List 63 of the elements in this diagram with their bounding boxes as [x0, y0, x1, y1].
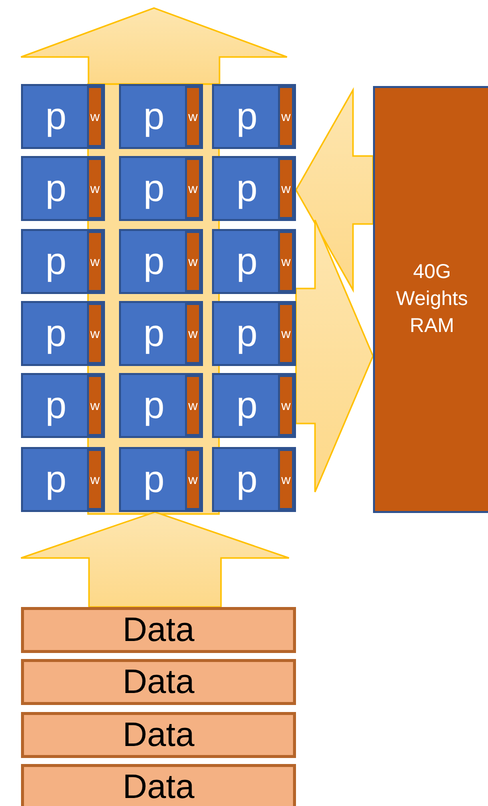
weight-box: w — [87, 231, 103, 292]
processor-label: p — [236, 314, 258, 352]
processor-label: p — [45, 386, 67, 424]
memory-box: 40G Weights RAM — [373, 86, 488, 513]
processor-box — [21, 229, 105, 294]
weight-box: w — [87, 158, 103, 219]
processor-label: p — [143, 460, 165, 498]
weight-box: w — [278, 231, 294, 292]
processor-label: p — [236, 170, 258, 208]
weight-box: w — [185, 158, 201, 219]
processor-label: p — [143, 314, 165, 352]
data-box: Data — [21, 607, 296, 653]
processor-box — [212, 84, 296, 149]
weight-box: w — [87, 375, 103, 436]
processor-box — [212, 447, 296, 512]
processor-label: p — [45, 98, 67, 136]
weight-box: w — [278, 375, 294, 436]
processor-box — [212, 156, 296, 221]
processor-box — [119, 301, 203, 366]
processor-label: p — [45, 460, 67, 498]
data-box: Data — [21, 712, 296, 758]
data-box: Data — [21, 659, 296, 705]
processor-label: p — [143, 98, 165, 136]
weight-box: w — [185, 449, 201, 510]
processor-label: p — [236, 98, 258, 136]
weight-box: w — [185, 86, 201, 147]
weight-box: w — [278, 158, 294, 219]
weight-box: w — [185, 375, 201, 436]
weight-box: w — [87, 86, 103, 147]
processor-label: p — [45, 242, 67, 280]
weight-box: w — [185, 231, 201, 292]
block-arrow — [20, 7, 288, 85]
processor-box — [21, 373, 105, 438]
block-arrow — [295, 219, 374, 493]
weight-box: w — [278, 303, 294, 364]
processor-box — [119, 373, 203, 438]
weight-box: w — [87, 449, 103, 510]
processor-box — [21, 447, 105, 512]
block-arrow — [295, 87, 374, 293]
processor-label: p — [236, 242, 258, 280]
processor-box — [212, 301, 296, 366]
weight-box: w — [87, 303, 103, 364]
weight-box: w — [278, 86, 294, 147]
processor-box — [119, 447, 203, 512]
processor-label: p — [143, 386, 165, 424]
processor-box — [21, 156, 105, 221]
processor-box — [119, 229, 203, 294]
weight-box: w — [278, 449, 294, 510]
processor-label: p — [236, 386, 258, 424]
weight-box: w — [185, 303, 201, 364]
processor-box — [119, 84, 203, 149]
processor-label: p — [143, 170, 165, 208]
processor-box — [212, 373, 296, 438]
processor-box — [21, 301, 105, 366]
processor-box — [21, 84, 105, 149]
processor-box — [119, 156, 203, 221]
data-box: Data — [21, 764, 296, 806]
processor-label: p — [143, 242, 165, 280]
processor-label: p — [45, 314, 67, 352]
processor-label: p — [45, 170, 67, 208]
processor-box — [212, 229, 296, 294]
block-arrow — [20, 511, 290, 608]
processor-label: p — [236, 460, 258, 498]
